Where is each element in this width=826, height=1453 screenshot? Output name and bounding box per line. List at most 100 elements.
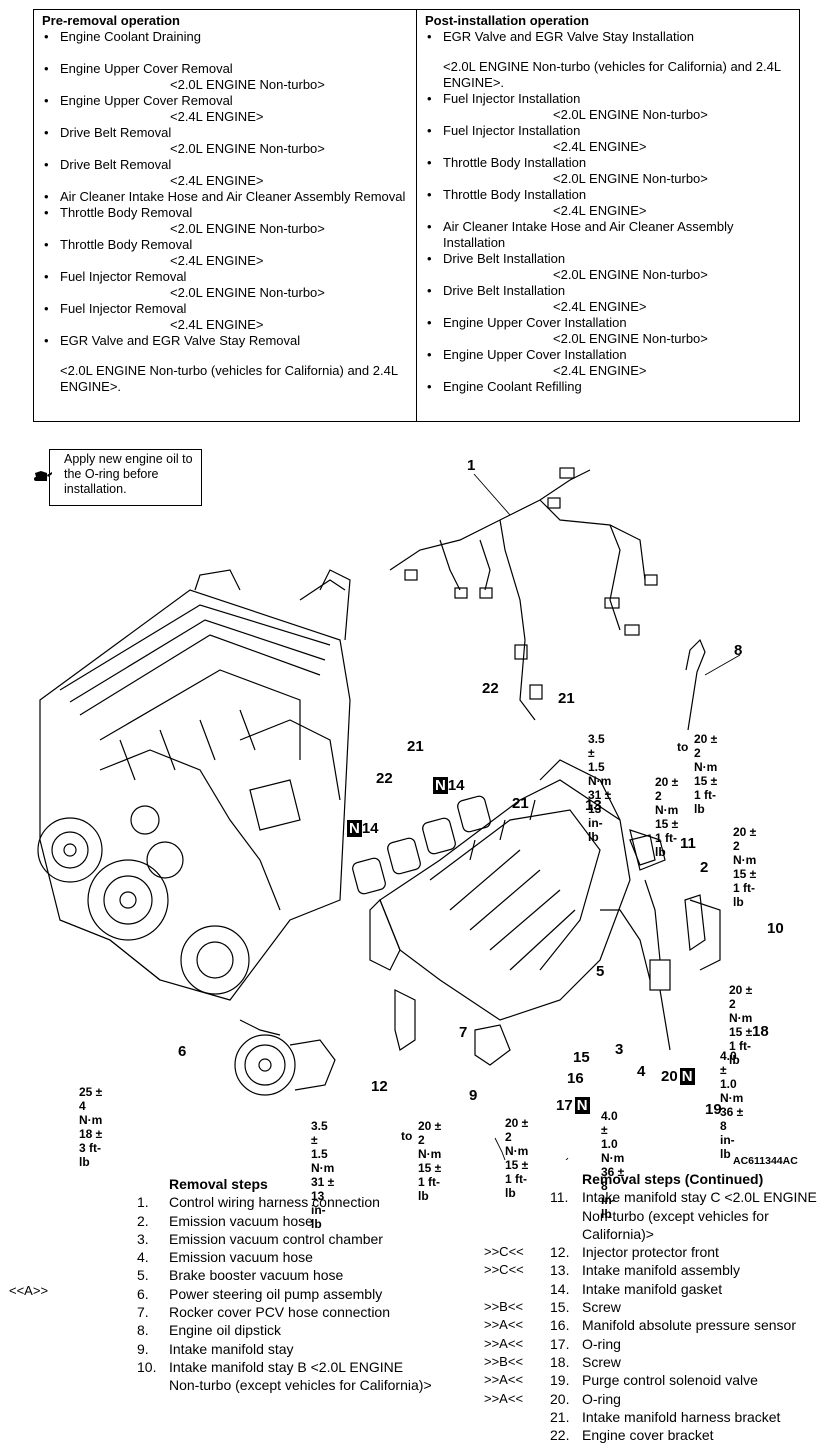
operation-text: EGR Valve and EGR Valve Stay Installatio… <box>443 29 694 44</box>
step-number: 21. <box>550 1408 570 1425</box>
removal-step: 14. Intake manifold gasket <box>484 1280 822 1298</box>
step-number: 17. <box>550 1335 570 1352</box>
step-number: 14. <box>550 1280 570 1297</box>
step-reference <box>484 1426 550 1444</box>
operation-text: Fuel Injector Removal <box>60 301 187 316</box>
pre-removal-list: Engine Coolant DrainingEngine Upper Cove… <box>42 29 408 395</box>
torque-to-1: to <box>677 740 689 754</box>
step-number: 1. <box>137 1194 149 1211</box>
step-reference <box>484 1280 550 1298</box>
step-text: Intake manifold stay <box>169 1340 294 1357</box>
operation-item: Engine Upper Cover Installation<2.0L ENG… <box>425 315 791 347</box>
operation-text: Drive Belt Removal <box>60 125 172 140</box>
operation-item: Throttle Body Removal<2.4L ENGINE> <box>42 237 408 269</box>
step-number: 19. <box>550 1372 570 1389</box>
step-number: 9. <box>137 1340 149 1357</box>
operation-item: Air Cleaner Intake Hose and Air Cleaner … <box>42 189 408 205</box>
operation-engine-note: <2.4L ENGINE> <box>553 203 647 218</box>
engine-block-drawing <box>37 569 351 1001</box>
step-reference: >>A<< <box>484 1372 524 1388</box>
callout-13: 13 <box>585 797 602 814</box>
removal-step: 22.Engine cover bracket <box>484 1426 822 1444</box>
leader-lines <box>473 473 741 1160</box>
pre-removal-column: Pre-removal operation Engine Coolant Dra… <box>34 10 416 421</box>
step-number: 20. <box>550 1390 570 1407</box>
step-text: Screw <box>582 1353 621 1370</box>
operation-text: Throttle Body Installation <box>443 187 587 202</box>
operation-engine-note: <2.0L ENGINE Non-turbo> <box>553 331 708 346</box>
operation-text: Engine Upper Cover Installation <box>443 347 627 362</box>
operation-text: Fuel Injector Installation <box>443 91 581 106</box>
callout-2: 2 <box>700 859 709 876</box>
step-text: Engine cover bracket <box>582 1427 714 1444</box>
step-text: Screw <box>582 1299 621 1316</box>
callout-10: 10 <box>767 920 784 937</box>
removal-step: >>A<<17.O-ring <box>484 1335 822 1353</box>
callout-7: 7 <box>459 1024 468 1041</box>
operation-text: Fuel Injector Installation <box>443 123 581 138</box>
operation-item: Engine Upper Cover Removal<2.4L ENGINE> <box>42 93 408 125</box>
callout-16: 16 <box>567 1070 584 1087</box>
callout-22b: 22 <box>376 770 393 787</box>
oil-can-icon <box>34 471 52 481</box>
operation-text: Engine Upper Cover Removal <box>60 61 233 76</box>
oil-note-box: Apply new engine oil to the O-ring befor… <box>34 449 202 506</box>
operation-item: EGR Valve and EGR Valve Stay Removal<2.0… <box>42 333 408 395</box>
operation-item: Engine Upper Cover Removal<2.0L ENGINE N… <box>42 61 408 93</box>
step-text: Emission vacuum hose <box>169 1212 313 1229</box>
operation-text: EGR Valve and EGR Valve Stay Removal <box>60 333 301 348</box>
operation-item: Fuel Injector Removal<2.0L ENGINE Non-tu… <box>42 269 408 301</box>
operation-item: Fuel Injector Installation<2.4L ENGINE> <box>425 123 791 155</box>
operations-table: Pre-removal operation Engine Coolant Dra… <box>33 9 800 422</box>
exploded-diagram <box>37 467 741 1160</box>
operation-engine-note: <2.4L ENGINE> <box>170 173 264 188</box>
step-text: O-ring <box>582 1335 621 1352</box>
step-reference: >>A<< <box>484 1390 524 1406</box>
step-number: 13. <box>550 1262 570 1279</box>
oil-note-text: Apply new engine oil to the O-ring befor… <box>64 452 193 496</box>
operation-text: Air Cleaner Intake Hose and Air Cleaner … <box>443 219 734 250</box>
step-number: 10. <box>137 1358 157 1375</box>
step-number: 18. <box>550 1353 570 1370</box>
step-text: Emission vacuum hose <box>169 1249 313 1266</box>
step-text: Emission vacuum control chamber <box>169 1230 383 1247</box>
step-number: 11. <box>550 1189 569 1206</box>
operation-text: Engine Coolant Refilling <box>443 379 582 394</box>
callout-9: 9 <box>469 1087 478 1104</box>
removal-step: >>A<<19.Purge control solenoid valve <box>484 1371 822 1389</box>
removal-step: >>C<<12.Injector protector front <box>484 1243 822 1261</box>
post-installation-column: Post-installation operation EGR Valve an… <box>416 10 799 421</box>
callout-18: 18 <box>752 1023 769 1040</box>
operation-engine-note: <2.0L ENGINE Non-turbo (vehicles for Cal… <box>443 59 781 90</box>
operation-item: Throttle Body Removal<2.0L ENGINE Non-tu… <box>42 205 408 237</box>
callout-5: 5 <box>596 963 605 980</box>
operation-engine-note: <2.0L ENGINE Non-turbo> <box>170 77 325 92</box>
operation-item: Engine Coolant Refilling <box>425 379 791 395</box>
removal-step: 5.Brake booster vacuum hose <box>137 1266 437 1284</box>
step-number: 6. <box>137 1285 149 1302</box>
operation-item: Drive Belt Installation<2.0L ENGINE Non-… <box>425 251 791 283</box>
torque-to-2: to <box>401 1129 413 1143</box>
operation-text: Engine Upper Cover Installation <box>443 315 627 330</box>
step-number: 2. <box>137 1212 149 1229</box>
manifold-stays-drawing <box>394 834 706 1066</box>
step-text: Intake manifold gasket <box>582 1280 723 1297</box>
step-number: 16. <box>550 1317 570 1334</box>
operation-item: Drive Belt Installation<2.4L ENGINE> <box>425 283 791 315</box>
step-text: O-ring <box>582 1390 621 1407</box>
removal-step: 21.Intake manifold harness bracket <box>484 1408 822 1426</box>
step-text: Power steering oil pump assembly <box>169 1285 383 1302</box>
operation-text: Throttle Body Removal <box>60 237 193 252</box>
power-steering-pump-drawing <box>234 1019 336 1096</box>
callout-21b: 21 <box>407 738 424 755</box>
removal-step: 10.Intake manifold stay B <2.0L ENGINE N… <box>137 1358 437 1395</box>
